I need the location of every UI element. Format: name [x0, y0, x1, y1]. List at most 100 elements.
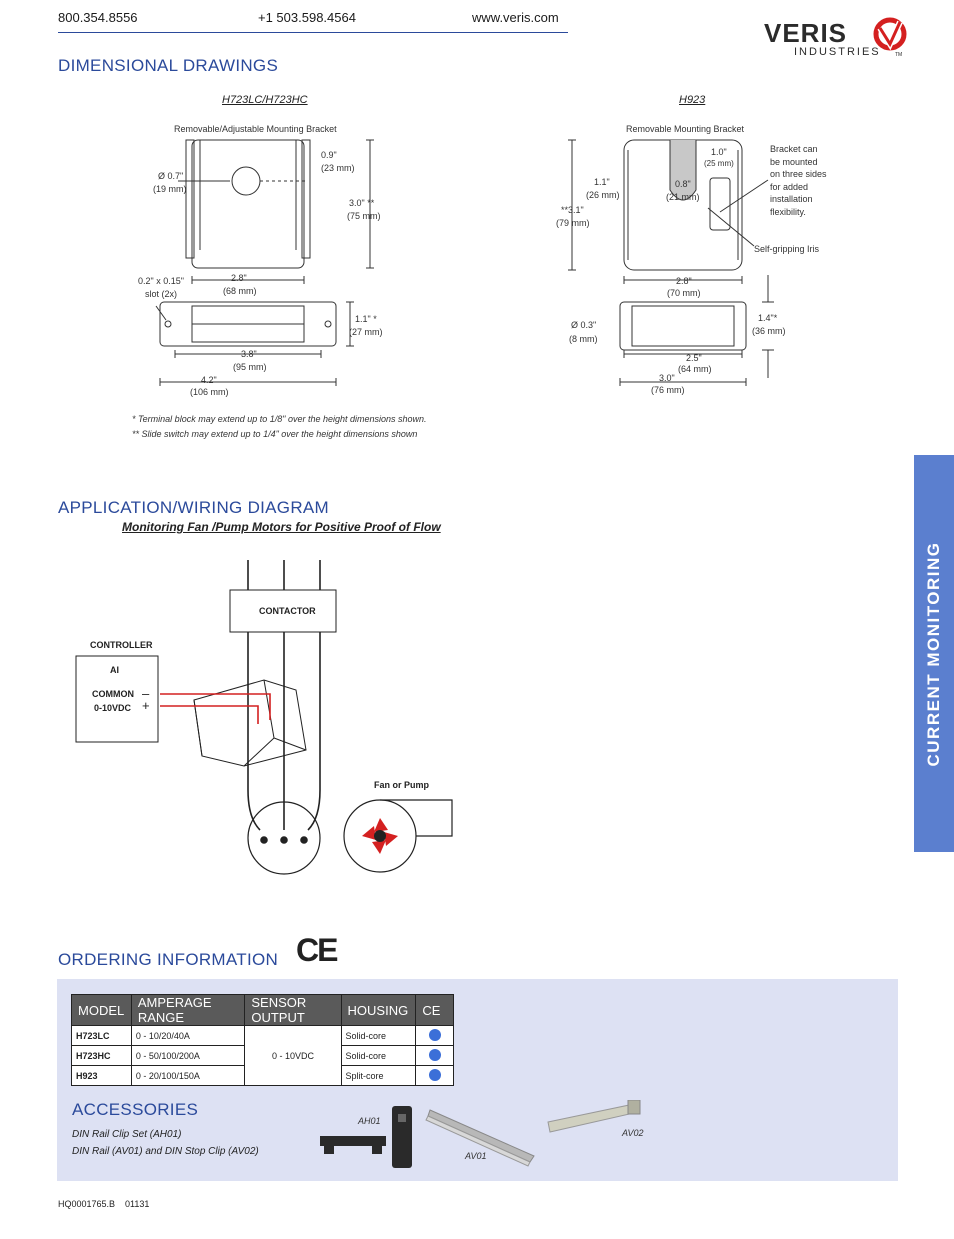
veris-logo: VERIS INDUSTRIES TM	[764, 14, 914, 62]
brand-sub: INDUSTRIES	[794, 46, 881, 58]
ce-approved-icon	[428, 1028, 441, 1041]
dim-r-d08mm: (21 mm)	[666, 192, 700, 202]
iris-label: Self-gripping Iris	[754, 244, 820, 254]
dim-r-d10mm: (25 mm)	[704, 159, 734, 168]
side-tab-label: CURRENT MONITORING	[924, 540, 943, 767]
bracket-note-line: for added	[770, 181, 809, 192]
callout-lines	[707, 179, 769, 247]
dim-d28: 2.8"	[231, 273, 247, 283]
dim-r-d10: 1.0"	[711, 147, 727, 157]
bracket-note-line: on three sides	[770, 169, 827, 179]
footnote-1: * Terminal block may extend up to 1/8" o…	[132, 414, 427, 424]
ai-label: AI	[110, 665, 119, 675]
brand-trademark: TM	[895, 52, 903, 58]
h923-dimensional-drawing	[568, 139, 774, 386]
bracket-note-line: be mounted	[770, 156, 818, 167]
minus-sign: –	[142, 686, 150, 701]
ordering-table: MODEL AMPERAGE RANGE SENSOR OUTPUT HOUSI…	[71, 994, 454, 1086]
right-bracket-label: Removable Mounting Bracket	[626, 124, 745, 134]
col-model: MODEL	[71, 994, 132, 1026]
col-housing: HOUSING	[340, 994, 417, 1026]
dim-d42: 4.2"	[201, 375, 217, 385]
left-model-heading: H723LC/H723HC	[222, 94, 308, 106]
dim-d09mm: (23 mm)	[321, 163, 355, 173]
cell-sensor-output: 0 - 10VDC	[244, 1025, 342, 1086]
dim-r-d28mm: (70 mm)	[667, 288, 701, 298]
bracket-note-line: Bracket can	[770, 144, 818, 154]
dim-d30: 3.0" **	[349, 198, 375, 208]
col-sensor-output: SENSOR OUTPUT	[244, 994, 342, 1026]
contactor-label: CONTACTOR	[259, 606, 316, 616]
cell-model: H923	[71, 1065, 132, 1086]
table-header-row: MODEL AMPERAGE RANGE SENSOR OUTPUT HOUSI…	[71, 994, 454, 1026]
cell-range: 0 - 20/100/150A	[130, 1065, 246, 1086]
accessories-title: ACCESSORIES	[72, 1100, 199, 1119]
right-model-heading: H923	[679, 94, 706, 106]
dim-r-d30: 3.0"	[659, 373, 675, 383]
table-row: H723HC 0 - 50/100/200A Solid-core	[71, 1045, 454, 1066]
phone-number-2: +1 503.598.4564	[258, 10, 356, 25]
dimensional-drawings-title: DIMENSIONAL DRAWINGS	[58, 56, 279, 75]
website-link[interactable]: www.veris.com	[472, 10, 559, 25]
dim-d09: 0.9"	[321, 150, 337, 160]
cell-housing: Solid-core	[340, 1025, 417, 1046]
dim-slot: 0.2" x 0.15"	[138, 276, 184, 286]
dim-slot2: slot (2x)	[145, 289, 178, 299]
document-code: HQ0001765.B 01131	[58, 1199, 150, 1209]
col-amperage: AMPERAGE RANGE	[130, 994, 246, 1026]
header-rule	[58, 32, 568, 33]
accessory-line-2: DIN Rail (AV01) and DIN Stop Clip (AV02)	[72, 1146, 259, 1157]
dim-r-d31mm: (79 mm)	[556, 218, 590, 228]
dim-d28mm: (68 mm)	[223, 286, 257, 296]
common-label: COMMON	[92, 689, 134, 699]
av01-label: AV01	[465, 1151, 487, 1161]
wiring-subtitle: Monitoring Fan /Pump Motors for Positive…	[122, 520, 441, 534]
dim-r-d28: 2.8"	[676, 276, 692, 286]
cell-housing: Split-core	[340, 1065, 417, 1086]
dim-d07mm: (19 mm)	[153, 184, 187, 194]
dim-r-d11mm: (26 mm)	[586, 190, 620, 200]
range-label: 0-10VDC	[94, 703, 132, 713]
brand-name: VERIS	[764, 18, 848, 48]
cell-ce	[415, 1065, 454, 1086]
veris-check-icon	[873, 17, 907, 51]
din-rail-image	[425, 1109, 535, 1167]
dim-r-d14: 1.4"*	[758, 313, 778, 323]
fan-pump-label: Fan or Pump	[374, 780, 430, 790]
col-ce: CE	[415, 994, 454, 1026]
cell-model: H723HC	[71, 1045, 132, 1066]
accessory-images	[320, 1100, 641, 1168]
ah01-label: AH01	[358, 1116, 381, 1126]
dim-d38mm: (95 mm)	[233, 362, 267, 372]
cell-ce	[415, 1025, 454, 1046]
cell-range: 0 - 50/100/200A	[130, 1045, 246, 1066]
plus-sign: +	[142, 698, 150, 713]
dim-r-d30mm: (76 mm)	[651, 385, 685, 395]
cell-model: H723LC	[71, 1025, 132, 1046]
av02-label: AV02	[622, 1128, 644, 1138]
bracket-note-line: flexibility.	[770, 206, 806, 217]
cell-ce	[415, 1045, 454, 1066]
din-stop-image	[547, 1100, 641, 1133]
dim-d30mm: (75 mm)	[347, 211, 381, 221]
table-row: H723LC 0 - 10/20/40A 0 - 10VDC Solid-cor…	[71, 1025, 454, 1086]
ce-approved-icon	[428, 1048, 441, 1061]
ce-approved-icon	[428, 1068, 441, 1081]
cell-housing: Solid-core	[340, 1045, 417, 1066]
dim-d38: 3.8"	[241, 349, 257, 359]
dim-r-d08: 0.8"	[675, 179, 691, 189]
h723-dimensional-drawing	[155, 139, 374, 386]
dim-r-d25: 2.5"	[686, 353, 702, 363]
dim-r-d11: 1.1"	[594, 177, 610, 187]
side-tab-current-monitoring: CURRENT MONITORING	[914, 455, 954, 852]
dim-d42mm: (106 mm)	[190, 387, 229, 397]
controller-label: CONTROLLER	[90, 640, 153, 650]
dim-r-d25mm: (64 mm)	[678, 364, 712, 374]
cell-range: 0 - 10/20/40A	[130, 1025, 246, 1046]
dim-d11mm: (27 mm)	[349, 327, 383, 337]
footnote-2: ** Slide switch may extend up to 1/4" ov…	[132, 429, 418, 439]
dim-r-d31: **3.1"	[561, 205, 584, 215]
ordering-title: ORDERING INFORMATION	[58, 950, 279, 969]
dim-d11: 1.1" *	[355, 314, 377, 324]
table-row: H923 0 - 20/100/150A Split-core	[71, 1065, 454, 1086]
